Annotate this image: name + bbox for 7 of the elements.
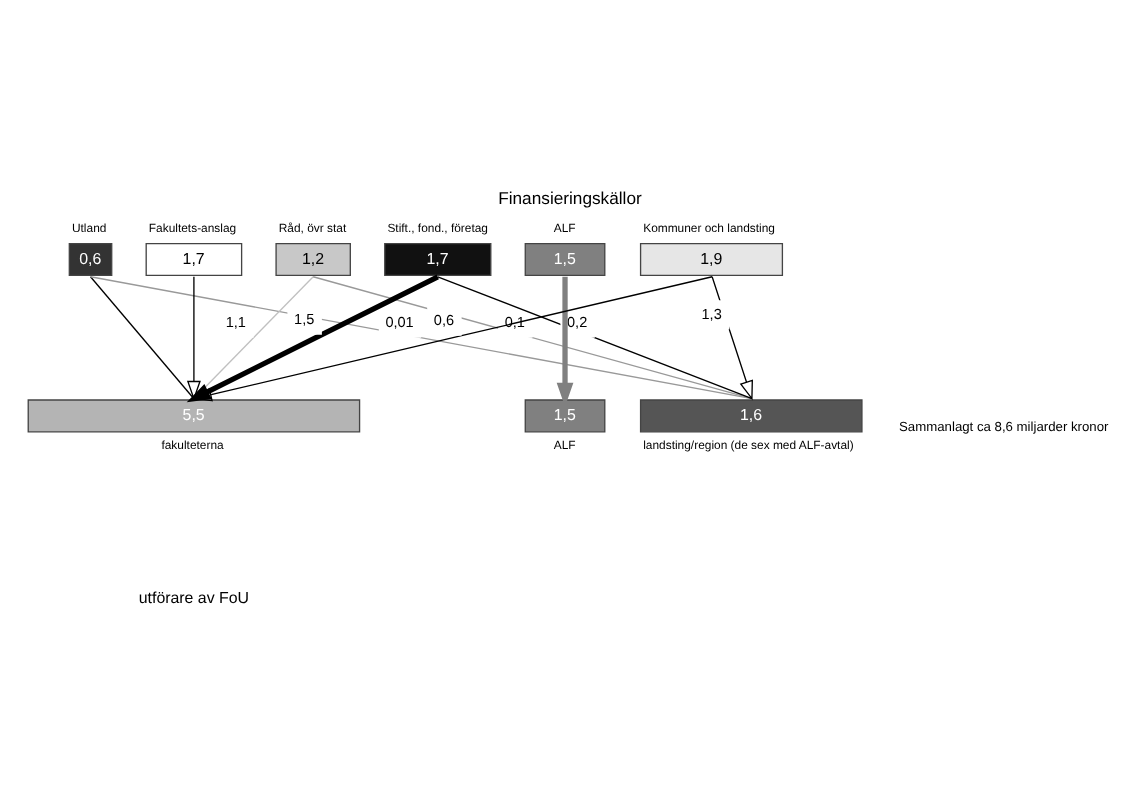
edge-label: 1,1 (225, 311, 246, 330)
edge-label: 0,6 (433, 309, 455, 328)
edge-label: 1,3 (701, 303, 722, 322)
edge-label: 0,2 (567, 311, 588, 330)
diagram-title: Finansieringskällor (498, 187, 642, 208)
edge-label: 1,5 (294, 308, 315, 327)
edge-label: 0,01 (385, 311, 414, 330)
